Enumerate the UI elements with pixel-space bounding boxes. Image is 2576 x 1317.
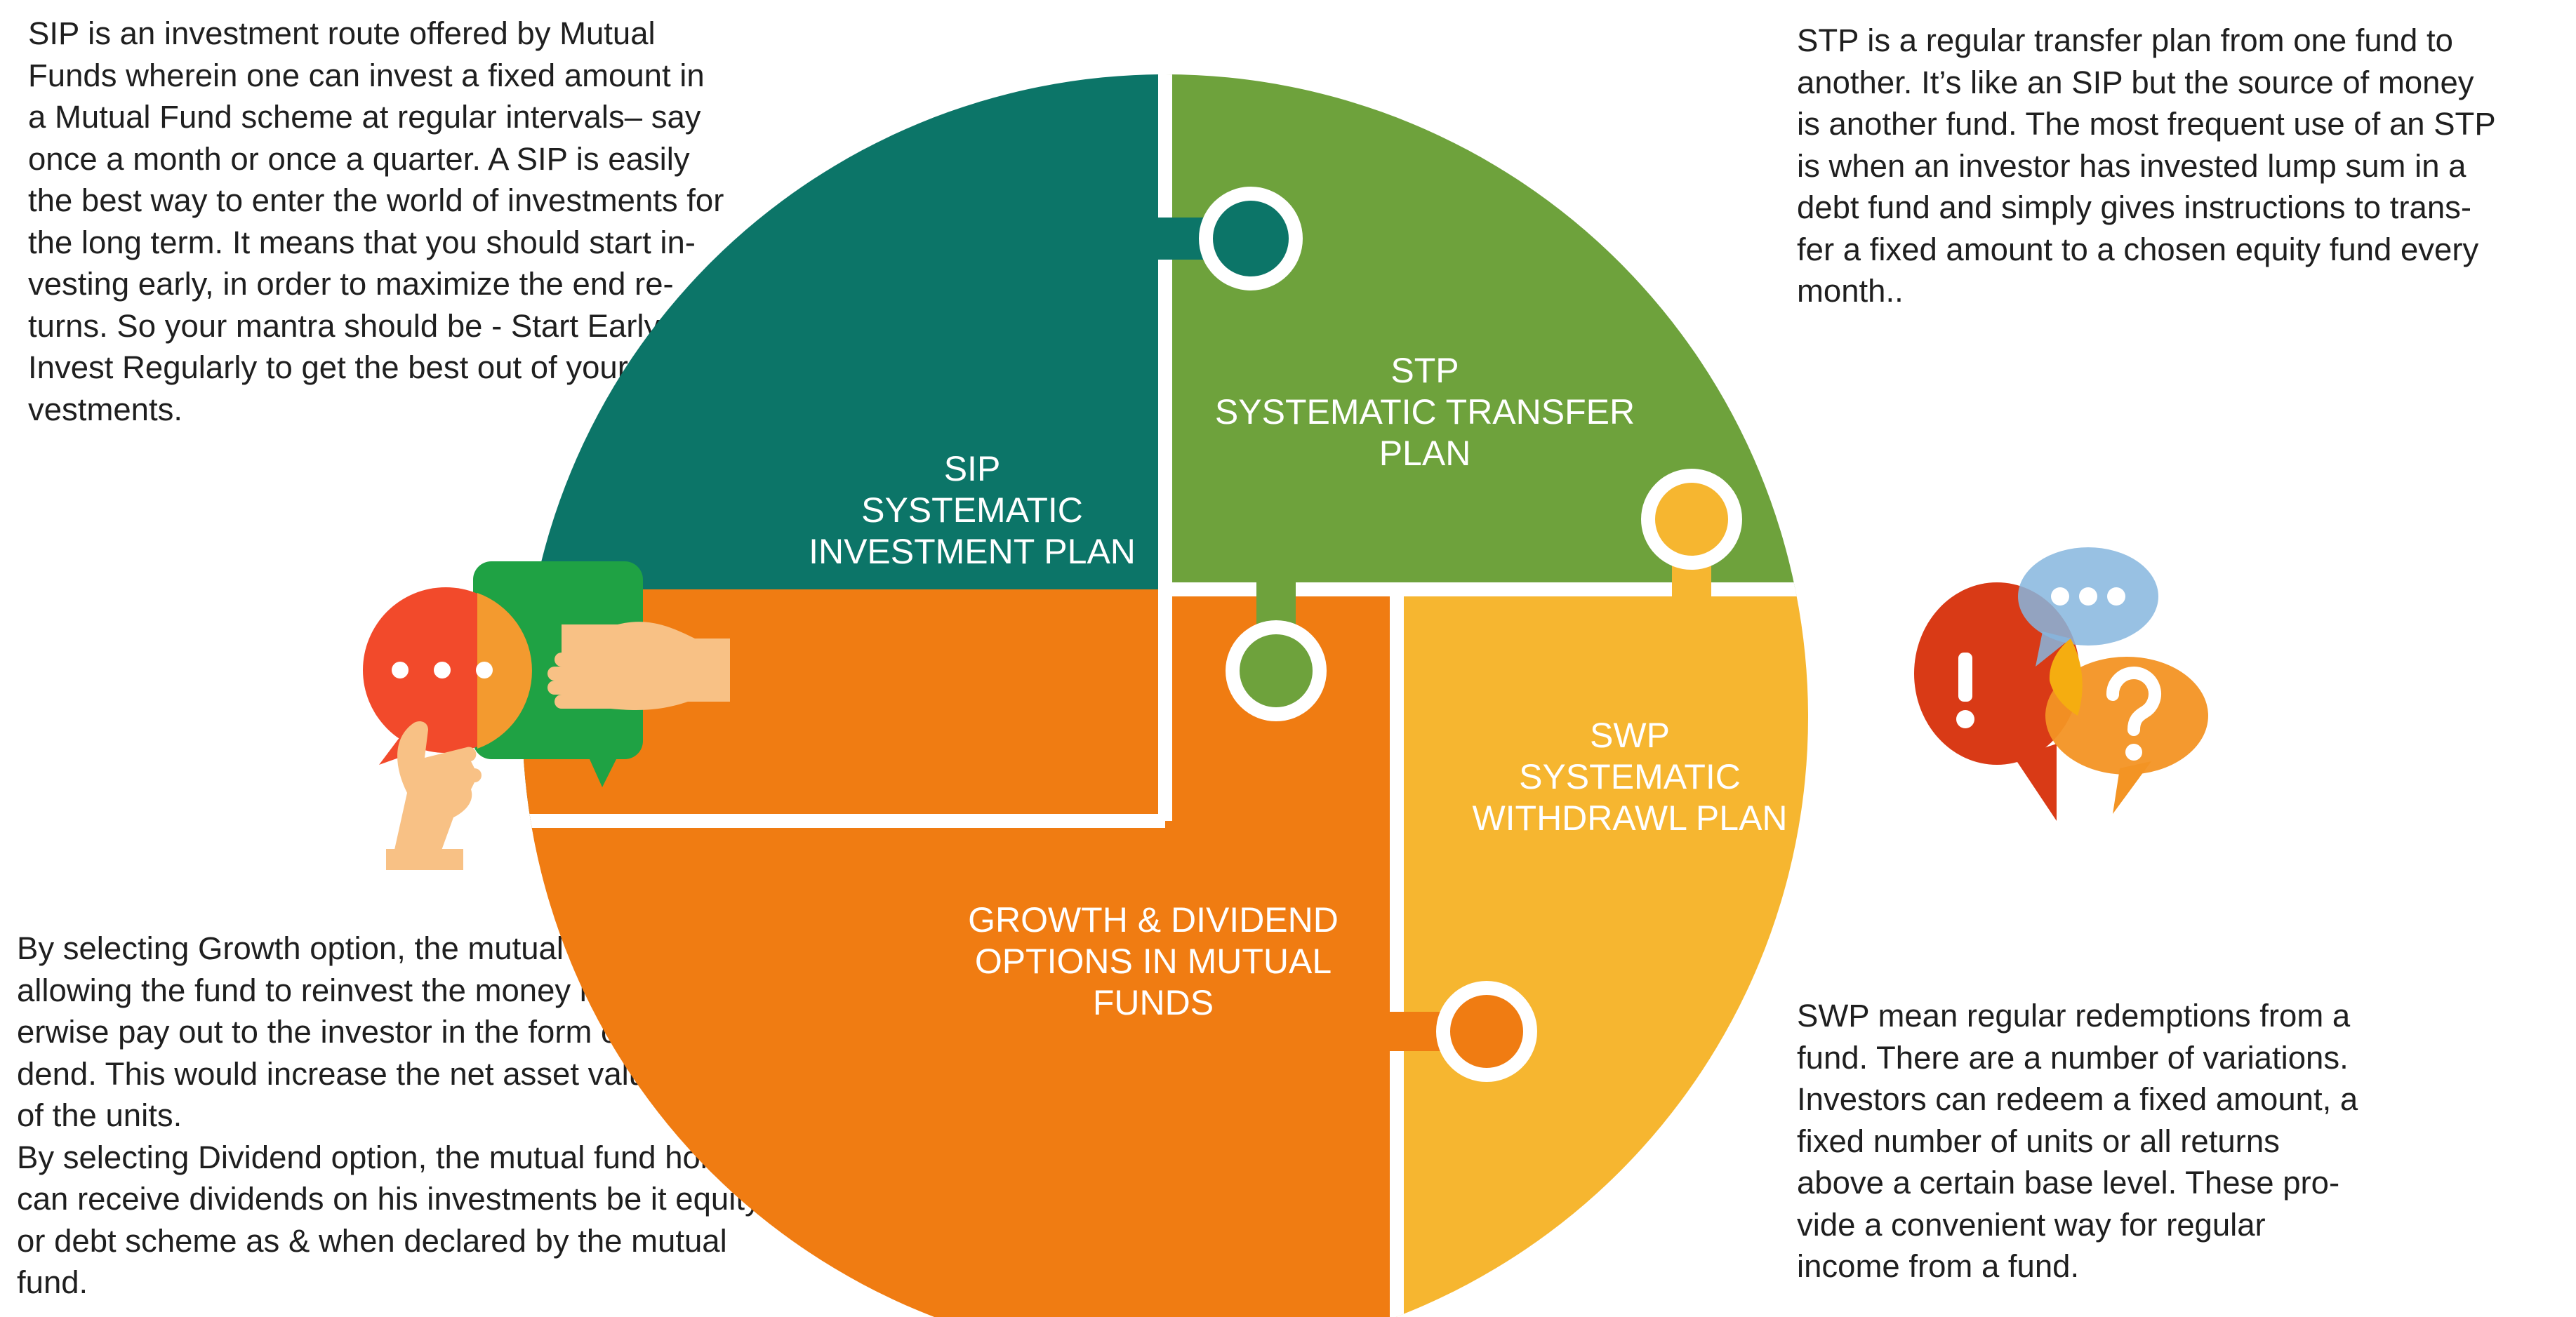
gd-label-line-2: OPTIONS IN MUTUAL — [975, 942, 1332, 981]
text-line: another. It’s like an SIP but the source… — [1797, 64, 2474, 100]
question-dot — [2125, 744, 2142, 761]
dot — [392, 662, 409, 678]
swp-label-line-1: SWP — [1590, 716, 1670, 755]
gd-label-line-3: FUNDS — [1093, 983, 1214, 1022]
left-sleeve — [386, 849, 463, 870]
dot — [2107, 587, 2125, 606]
stp-label-line-3: PLAN — [1379, 434, 1471, 473]
text-line: Invest Regularly to get the best out of … — [28, 349, 673, 385]
left-hand — [393, 721, 482, 856]
text-line: vesting early, in order to maximize the … — [28, 266, 674, 302]
speech-bubbles-question-icon — [1914, 547, 2208, 821]
text-line: the best way to enter the world of inves… — [28, 182, 724, 218]
text-line: income from a fund. — [1797, 1248, 2080, 1284]
dot — [476, 662, 493, 678]
sip-description: SIP is an investment route offered by Mu… — [28, 13, 724, 430]
stp-label-line-1: STP — [1390, 351, 1459, 390]
bubble-overlap — [477, 593, 532, 749]
text-line: month.. — [1797, 273, 1904, 309]
exclamation-dot — [1956, 710, 1974, 728]
text-line: is another fund. The most frequent use o… — [1797, 106, 2496, 142]
text-line: above a certain base level. These pro- — [1797, 1165, 2340, 1201]
exclamation-icon — [1958, 653, 1972, 702]
text-line: SIP is an investment route offered by Mu… — [28, 15, 656, 51]
text-line: fer a fixed amount to a chosen equity fu… — [1797, 231, 2479, 267]
gd-knob-neck — [1256, 587, 1296, 650]
text-line: the long term. It means that you should … — [28, 224, 696, 260]
text-line: of the units. — [17, 1097, 182, 1133]
dot — [2079, 587, 2097, 606]
text-line: SWP mean regular redemptions from a — [1797, 998, 2351, 1034]
dot — [2051, 587, 2069, 606]
text-line: is when an investor has invested lump su… — [1797, 147, 2467, 184]
question-icon — [2106, 667, 2161, 736]
swp-lower-knob — [1443, 988, 1530, 1075]
gd-knob — [1233, 627, 1320, 714]
blue-bubble-tail — [2036, 631, 2071, 667]
sip-label-line-2: SYSTEMATIC — [861, 490, 1083, 530]
text-line: vide a convenient way for regular — [1797, 1206, 2266, 1243]
text-line: once a month or once a quarter. A SIP is… — [28, 140, 690, 177]
growth-dividend-piece-lower — [522, 821, 1165, 1317]
overlap — [2049, 639, 2083, 716]
stp-label-line-2: SYSTEMATIC TRANSFER — [1215, 392, 1635, 432]
swp-piece — [1397, 589, 1808, 1317]
right-hand — [547, 622, 730, 710]
text-line: fund. — [17, 1264, 88, 1300]
text-line: or debt scheme as & when declared by the… — [17, 1222, 727, 1259]
text-line: turns. So your mantra should be - Start … — [28, 307, 667, 344]
text-line: fixed number of units or all returns — [1797, 1123, 2280, 1159]
stp-knob — [1206, 194, 1296, 283]
orange-bubble-tail — [2113, 761, 2151, 814]
orange-bubble — [2045, 657, 2208, 775]
chat-bubbles-hands-icon — [363, 561, 730, 870]
stp-piece — [1165, 74, 1808, 589]
swp-description: SWP mean regular redemptions from a fund… — [1797, 995, 2358, 1288]
text-line: debt fund and simply gives instructions … — [1797, 189, 2472, 225]
text-line: vestments. — [28, 391, 182, 427]
text-line: Investors can redeem a fixed amount, a — [1797, 1081, 2358, 1117]
swp-knob — [1648, 476, 1735, 563]
text-line: can receive dividends on his investments… — [17, 1181, 761, 1217]
sip-label-line-1: SIP — [944, 449, 1001, 488]
text-line: STP is a regular transfer plan from one … — [1797, 22, 2453, 58]
text-line: fund. There are a number of variations. — [1797, 1039, 2349, 1076]
red-bubble-tail — [2014, 744, 2057, 821]
swp-label-line-2: SYSTEMATIC — [1519, 757, 1741, 796]
swp-label-line-3: WITHDRAWL PLAN — [1472, 798, 1787, 838]
text-line: By selecting Dividend option, the mutual… — [17, 1139, 754, 1175]
sip-label-line-3: INVESTMENT PLAN — [809, 532, 1136, 571]
text-line: a Mutual Fund scheme at regular interval… — [28, 99, 701, 135]
text-line: Funds wherein one can invest a fixed amo… — [28, 57, 705, 93]
dot — [434, 662, 451, 678]
stp-description: STP is a regular transfer plan from one … — [1797, 20, 2496, 312]
gd-label-line-1: GROWTH & DIVIDEND — [968, 900, 1339, 940]
